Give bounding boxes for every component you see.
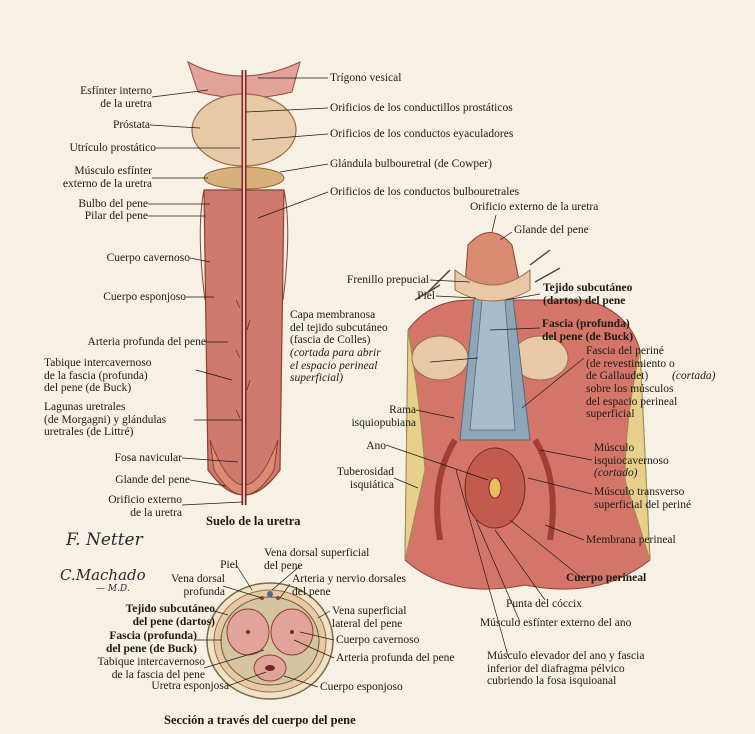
label-cuerpo-cavernoso-section: Cuerpo cavernoso [336,634,419,647]
label-glande-right: Glande del pene [514,224,589,237]
label-orificios-eyaculadores: Orificios de los conductos eyaculadores [330,128,513,141]
label-vena-dorsal-profunda: Vena dorsal profunda [171,573,225,598]
label-utriculo: Utrículo prostático [69,142,156,155]
left-testis-bulge [412,336,468,380]
label-piel-section: Piel [220,559,238,572]
label-tabique-section: Tabique intercavernoso de la fascia del … [98,656,205,681]
label-frenillo: Frenillo prepucial [347,274,429,287]
label-esfinter-ano: Músculo esfínter externo del ano [480,617,631,630]
signature-netter: F. Netter [66,530,143,550]
label-cuerpo-cavernoso: Cuerpo cavernoso [107,252,190,265]
label-vena-dorsal-superficial: Vena dorsal superficial del pene [264,547,369,572]
signature-machado-md: — M.D. [96,584,130,594]
label-transverso: Músculo transverso superficial del perin… [594,486,691,511]
label-prostata: Próstata [113,119,150,132]
label-fascia-buck-right: Fascia (profunda) del pene (de Buck) [542,318,633,343]
label-isquiocavernoso-note: (cortado) [594,467,637,480]
label-esfinter-interno: Esfínter interno de la uretra [80,85,152,110]
label-piel-right: Piel [417,290,435,303]
label-uretra-esponjosa: Uretra esponjosa [151,680,229,693]
label-lagunas-uretrales: Lagunas uretrales (de Morgagni) y glándu… [44,401,166,439]
label-fascia-buck-section: Fascia (profunda) del pene (de Buck) [106,630,197,655]
label-arteria-nervio-dorsales: Arteria y nervio dorsales del pene [292,573,406,598]
label-orificio-externo-left: Orificio externo de la uretra [108,494,182,519]
label-cuerpo-esponjoso: Cuerpo esponjoso [103,291,186,304]
label-isquiocavernoso: Músculo isquiocavernoso [594,442,669,467]
label-tuberosidad: Tuberosidad isquiática [337,466,394,491]
label-fosa-navicular: Fosa navicular [115,452,182,465]
label-arteria-profunda-section: Arteria profunda del pene [336,652,454,665]
label-ano: Ano [366,440,386,453]
caption-suelo-uretra: Suelo de la uretra [206,514,301,529]
label-trigono: Trígono vesical [330,72,401,85]
label-orificios-prostaticos: Orificios de los conductillos prostático… [330,102,513,115]
label-musculo-esfinter-externo: Músculo esfínter externo de la uretra [63,165,152,190]
label-fascia-perine: Fascia del periné (de revestimiento o de… [586,345,675,383]
label-punta-coccix: Punta del cóccix [506,598,582,611]
label-fascia-perine-tail: sobre los músculos del espacio perineal … [586,383,677,421]
label-tejido-subcutaneo-right: Tejido subcutáneo (dartos) del pene [543,282,632,307]
label-tejido-subcutaneo-section: Tejido subcutáneo del pene (dartos) [126,603,215,628]
label-orificios-bulbouretrales: Orificios de los conductos bulbouretrale… [330,186,519,199]
label-tabique-intercavernoso: Tabique intercavernoso de la fascia (pro… [44,357,151,395]
signature-machado: C.Machado [60,566,146,584]
section-urethra [265,665,275,671]
label-capa-membranosa: Capa membranosa del tejido subcutáneo (f… [290,309,388,347]
label-glandula-bulbouretral: Glándula bulbouretral (de Cowper) [330,158,492,171]
label-vena-superficial-lateral: Vena superficial lateral del pene [332,605,406,630]
label-fascia-perine-note: (cortada) [672,370,715,383]
label-glande-left: Glande del pene [115,474,190,487]
label-cuerpo-esponjoso-section: Cuerpo esponjoso [320,681,403,694]
label-capa-membranosa-note: (cortada para abrir el espacio perineal … [290,347,381,385]
label-arteria-profunda: Arteria profunda del pene [88,336,206,349]
urethra-longitudinal-drawing [188,62,300,505]
label-rama-isquiopubiana: Rama isquiopubiana [351,404,416,429]
caption-seccion-cuerpo-pene: Sección a través del cuerpo del pene [164,713,356,728]
label-cuerpo-perineal: Cuerpo perineal [566,572,646,585]
label-pilar: Pilar del pene [85,210,148,223]
label-membrana-perineal: Membrana perineal [586,534,676,547]
anus [489,478,501,498]
label-bulbo: Bulbo del pene [78,198,148,211]
label-orificio-externo-right: Orificio externo de la uretra [470,201,598,214]
label-elevador-ano: Músculo elevador del ano y fascia inferi… [487,650,644,688]
